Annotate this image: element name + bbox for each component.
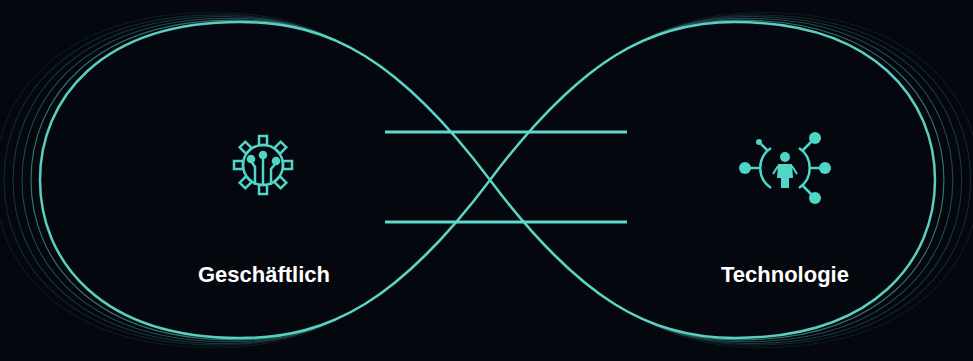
infinity-rings	[0, 13, 973, 348]
circuit-trace	[271, 163, 276, 185]
connector-line	[385, 131, 627, 134]
connector-line	[385, 221, 627, 224]
network-spoke	[802, 141, 812, 151]
circuit-trace	[251, 161, 255, 185]
circuit-trace	[262, 157, 265, 185]
circuit-dot	[273, 158, 279, 164]
person-network-icon	[739, 132, 831, 204]
glow-ring	[13, 16, 962, 343]
gear-tooth	[283, 161, 292, 169]
network-arc	[799, 148, 810, 188]
glow-ring	[31, 20, 944, 340]
gear-tooth	[259, 136, 267, 145]
loop-label: Technologie	[721, 262, 849, 288]
network-dot	[819, 162, 831, 174]
glow-ring	[0, 13, 973, 348]
connector-line	[385, 222, 627, 223]
gear-tooth	[274, 142, 286, 154]
gear-tooth	[234, 161, 243, 169]
infinity-loop	[40, 22, 935, 338]
glow-ring	[22, 18, 953, 342]
gear-tooth	[240, 176, 252, 188]
network-dot	[739, 162, 751, 174]
loop-label-area: Geschäftlich	[143, 100, 385, 294]
network-dot	[809, 192, 821, 204]
person-head	[780, 152, 790, 162]
gear-tooth	[259, 185, 267, 194]
loop-label: Geschäftlich	[198, 262, 330, 288]
network-dot	[809, 132, 821, 144]
glow-ring	[4, 15, 971, 345]
circuit-dot	[248, 156, 254, 162]
network-dot	[756, 139, 762, 145]
network-arc	[760, 148, 771, 188]
gear-tooth	[274, 176, 286, 188]
gear-tooth	[240, 142, 252, 154]
person-arms	[773, 166, 797, 174]
connector-line	[385, 132, 627, 133]
network-spoke	[761, 144, 768, 151]
circuit-dot	[260, 152, 266, 158]
network-spoke	[802, 185, 812, 195]
person-body	[777, 164, 793, 188]
loop-label-area: Technologie	[627, 100, 943, 294]
gear-circuit-icon	[234, 136, 292, 194]
